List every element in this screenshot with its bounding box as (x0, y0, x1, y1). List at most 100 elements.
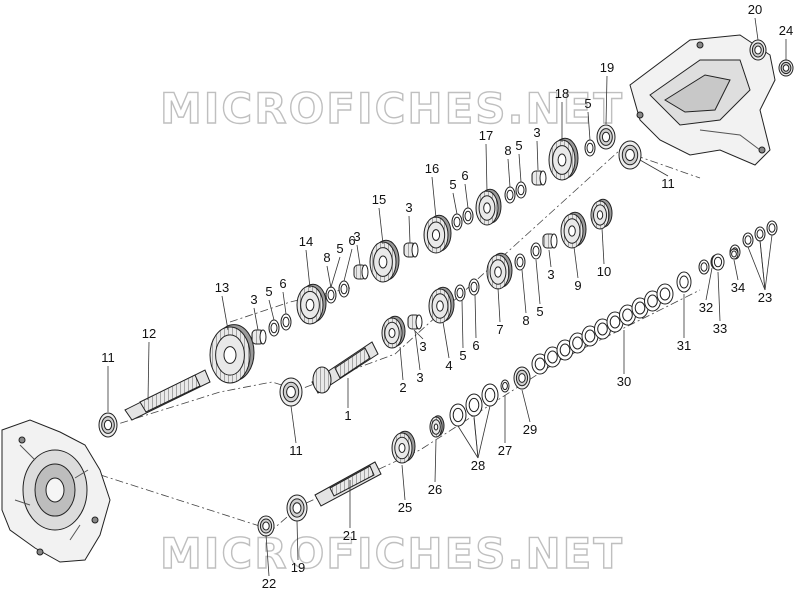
callout-8-repeat-16-leader (507, 158, 511, 188)
callout-28: 28 (471, 458, 485, 473)
part-23-washer-a (742, 232, 754, 248)
callout-21-text: 21 (343, 528, 357, 543)
callout-22-leader (265, 534, 270, 577)
part-30-washer-2 (544, 346, 561, 368)
callout-27-text: 27 (498, 443, 512, 458)
callout-6-repeat-14-text: 6 (461, 168, 468, 183)
callout-25-text: 25 (398, 500, 412, 515)
callout-3-repeat-2: 3 (353, 229, 360, 244)
callout-1-text: 1 (344, 408, 351, 423)
callout-4: 4 (445, 358, 452, 373)
callout-6-repeat-12-leader (282, 291, 287, 315)
callout-11-text: 11 (101, 350, 115, 365)
callout-3-repeat-5-leader (548, 249, 552, 268)
part-30-washer-7 (606, 311, 624, 333)
part-30-washer-1 (531, 353, 549, 375)
callout-5-repeat-9-leader (518, 153, 522, 183)
callout-8: 8 (522, 313, 529, 328)
part-18-gear (548, 137, 579, 181)
callout-5-leader (461, 299, 464, 349)
callout-5-repeat-10-text: 5 (584, 96, 591, 111)
part-28-shim-b (465, 393, 483, 417)
callout-15-text: 15 (372, 192, 386, 207)
callout-23: 23 (758, 290, 772, 305)
callout-7-leader (497, 287, 501, 323)
part-3-needle-e (407, 314, 423, 330)
callout-19-repeat-19-leader (296, 520, 299, 561)
part-3-needle-a (251, 329, 267, 345)
washer-2 (280, 313, 292, 331)
callout-10: 10 (597, 264, 611, 279)
callout-11-repeat-18-leader (639, 159, 669, 177)
callout-5: 5 (459, 348, 466, 363)
callout-5-text: 5 (459, 348, 466, 363)
callout-5-repeat-9-text: 5 (515, 138, 522, 153)
callout-33-leader (717, 271, 721, 322)
callout-8-repeat-15-leader (326, 265, 332, 289)
callout-28-fan-2 (473, 415, 479, 459)
callout-11-repeat-18-text: 11 (661, 176, 675, 191)
part-11-bearing-left (98, 412, 118, 438)
callout-32-text: 32 (699, 300, 713, 315)
callout-3-repeat-5-text: 3 (547, 267, 554, 282)
callout-26-leader (434, 439, 437, 483)
callout-9-leader (573, 246, 579, 279)
callout-12-text: 12 (142, 326, 156, 341)
callout-28-text: 28 (471, 458, 485, 473)
callout-5-repeat-10: 5 (584, 96, 591, 111)
callout-8-leader (521, 269, 527, 314)
part-22-seal (257, 515, 275, 537)
callout-5-repeat-10-leader (587, 111, 591, 141)
callout-29-leader (521, 389, 531, 423)
callout-19-repeat-19-text: 19 (291, 560, 305, 575)
callout-3-repeat-3: 3 (405, 200, 412, 215)
part-1-shaft (311, 341, 379, 394)
part-11-bearing-mid (279, 377, 303, 407)
callout-5-repeat-7-leader (330, 256, 341, 288)
callout-20-leader (754, 17, 759, 41)
callout-34-text: 34 (731, 280, 745, 295)
callout-4-text: 4 (445, 358, 452, 373)
part-25-gear (391, 430, 416, 464)
callout-9: 9 (574, 278, 581, 293)
callout-32-leader (705, 267, 713, 301)
callout-11-repeat-17-text: 11 (289, 443, 303, 458)
callout-8-repeat-16-text: 8 (504, 143, 511, 158)
watermark-top: MICROFICHES.NET (160, 84, 624, 133)
callout-11-repeat-17: 11 (289, 443, 303, 458)
part-30-washer-9 (631, 297, 649, 319)
callout-12-leader (147, 341, 150, 401)
callout-22-text: 22 (262, 576, 276, 591)
callout-13-text: 13 (215, 280, 229, 295)
callout-17: 17 (479, 128, 493, 143)
callout-22: 22 (262, 576, 276, 591)
washer-6 (462, 207, 474, 225)
callout-16-text: 16 (425, 161, 439, 176)
callout-25-leader (401, 464, 406, 501)
part-12-shaft (124, 369, 211, 421)
callout-19-leader (605, 75, 608, 125)
callout-3-repeat-4-text: 3 (533, 125, 540, 140)
callout-5-repeat-11-leader (535, 259, 541, 305)
callout-28-fan-3 (477, 405, 491, 459)
part-34-washer (729, 248, 739, 260)
callout-16-leader (431, 176, 437, 219)
callout-23-fan-3 (764, 234, 773, 291)
part-21-shaft (314, 461, 382, 507)
callout-14-leader (305, 249, 311, 289)
callout-3-repeat-3-text: 3 (405, 200, 412, 215)
callout-6-repeat-12: 6 (279, 276, 286, 291)
callout-19-repeat-19: 19 (291, 560, 305, 575)
callout-8-repeat-15-text: 8 (323, 250, 330, 265)
callout-3-repeat-1: 3 (250, 292, 257, 307)
callout-14-text: 14 (299, 234, 313, 249)
callout-6-repeat-12-text: 6 (279, 276, 286, 291)
callout-20: 20 (748, 2, 762, 17)
callout-5-repeat-6: 5 (265, 284, 272, 299)
callout-12: 12 (142, 326, 156, 341)
washer-7 (504, 186, 516, 204)
callout-33-text: 33 (713, 321, 727, 336)
callout-30: 30 (617, 374, 631, 389)
callout-5-repeat-11-text: 5 (536, 304, 543, 319)
callout-labels: 1234567891011121314151617181920212223242… (101, 2, 793, 591)
